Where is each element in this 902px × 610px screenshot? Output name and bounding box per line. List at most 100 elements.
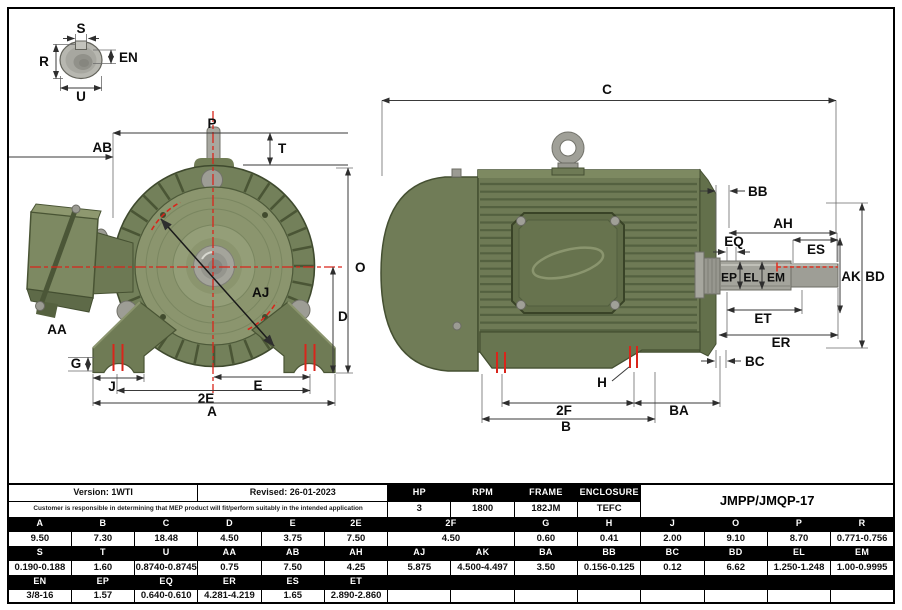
dimension-table: Version: 1WTI Revised: 26-01-2023 H P RPM… bbox=[7, 483, 895, 604]
dim-label-ah: AH bbox=[773, 216, 793, 231]
bolt-hole-marks-side bbox=[496, 346, 638, 373]
dim-label-p: P bbox=[207, 116, 216, 131]
dim-header-cell: BA bbox=[513, 545, 579, 561]
motor-side-view: EP EL EM C BB AH bbox=[380, 82, 885, 434]
nameplate bbox=[511, 212, 625, 314]
dim-value-cell: 1.57 bbox=[70, 588, 136, 604]
table-row: Version: 1WTI Revised: 26-01-2023 HP RPM… bbox=[7, 483, 895, 518]
dim-value-cell: 1.65 bbox=[260, 588, 325, 604]
dim-label-el: EL bbox=[743, 271, 758, 285]
dim-value-cell: 0.12 bbox=[640, 559, 705, 576]
dim-value-cell: 0.8740-0.8745 bbox=[134, 559, 199, 576]
revised-cell: Revised: 26-01-2023 bbox=[197, 483, 389, 502]
dim-header-cell: EN bbox=[7, 574, 72, 590]
spec-header-frame: FRAME bbox=[513, 483, 579, 502]
dim-value-cell: 0.640-0.610 bbox=[134, 588, 199, 604]
dim-header-cell: AJ bbox=[387, 545, 452, 561]
dim-label-bb: BB bbox=[748, 184, 768, 199]
empty-cell bbox=[513, 588, 579, 604]
empty-header-cell bbox=[387, 574, 895, 590]
dim-value-cell: 4.50 bbox=[387, 530, 515, 547]
dim-header-cell: EQ bbox=[134, 574, 199, 590]
spec-header-rpm: RPM bbox=[450, 483, 515, 502]
dim-label-aa: AA bbox=[47, 322, 67, 337]
dim-value-cell: 2.00 bbox=[640, 530, 705, 547]
dim-value-cell: 1.60 bbox=[70, 559, 136, 576]
table-row: 0.190-0.188 1.60 0.8740-0.8745 0.75 7.50… bbox=[7, 559, 895, 576]
spec-value-enclosure: TEFC bbox=[577, 500, 642, 518]
dim-header-cell: ER bbox=[197, 574, 262, 590]
dim-header-cell: AB bbox=[260, 545, 325, 561]
empty-cell bbox=[830, 588, 895, 604]
dim-header-cell: EL bbox=[766, 545, 832, 561]
dim-header-cell: O bbox=[703, 516, 768, 532]
dim-value-cell: 1.00-0.9995 bbox=[830, 559, 895, 576]
dim-label-en: EN bbox=[119, 50, 138, 65]
dim-label-r: R bbox=[39, 54, 49, 69]
dim-value-cell: 4.50 bbox=[197, 530, 262, 547]
table-row: 3/8-16 1.57 0.640-0.610 4.281-4.219 1.65… bbox=[7, 588, 895, 604]
spec-value-hp: 3 bbox=[387, 500, 452, 518]
spec-value-rpm: 1800 bbox=[450, 500, 515, 518]
dim-header-cell: AH bbox=[323, 545, 389, 561]
dim-value-cell: 4.281-4.219 bbox=[197, 588, 262, 604]
dim-label-c: C bbox=[602, 82, 612, 97]
empty-cell bbox=[387, 588, 452, 604]
dim-header-cell: J bbox=[640, 516, 705, 532]
dim-header-cell: P bbox=[766, 516, 832, 532]
dim-header-cell: BD bbox=[703, 545, 768, 561]
dim-header-cell: AA bbox=[197, 545, 262, 561]
dim-value-cell: 1.250-1.248 bbox=[766, 559, 832, 576]
brand-logo-oval bbox=[531, 246, 605, 280]
dim-header-cell: A bbox=[7, 516, 72, 532]
dim-header-cell: U bbox=[134, 545, 199, 561]
dim-label-ep: EP bbox=[721, 271, 737, 285]
dim-header-cell: B bbox=[70, 516, 136, 532]
dim-value-cell: 7.30 bbox=[70, 530, 136, 547]
dim-value-cell: 0.60 bbox=[513, 530, 579, 547]
dim-header-cell: EP bbox=[70, 574, 136, 590]
eyebolt-side bbox=[551, 131, 585, 176]
dim-label-ba: BA bbox=[669, 403, 689, 418]
dim-label-es: ES bbox=[807, 242, 825, 257]
dim-header-cell: BC bbox=[640, 545, 705, 561]
table-row: EN EP EQ ER ES ET bbox=[7, 574, 895, 590]
dim-label-bd: BD bbox=[865, 269, 885, 284]
dim-value-cell: 0.771-0.756 bbox=[830, 530, 895, 547]
dim-label-d: D bbox=[338, 309, 348, 324]
dim-label-t: T bbox=[278, 141, 287, 156]
dim-value-cell: 3/8-16 bbox=[7, 588, 72, 604]
table-row: S T U AA AB AH AJ AK BA BB BC BD EL EM bbox=[7, 545, 895, 561]
dim-label-o: O bbox=[355, 260, 366, 275]
dim-label-g: G bbox=[71, 356, 82, 371]
dim-header-cell: 2E bbox=[323, 516, 389, 532]
dim-header-cell: S bbox=[7, 545, 72, 561]
dim-label-j: J bbox=[108, 379, 116, 394]
dim-value-cell: 2.890-2.860 bbox=[323, 588, 389, 604]
dim-header-cell: R bbox=[830, 516, 895, 532]
motor-front-view: P AB T O D AJ AA G bbox=[9, 111, 366, 419]
dim-header-cell: D bbox=[197, 516, 262, 532]
conduit-box bbox=[26, 203, 134, 318]
dim-value-cell: 0.75 bbox=[197, 559, 262, 576]
dim-header-cell: H bbox=[577, 516, 642, 532]
model-number: JMPP/JMQP-17 bbox=[640, 483, 895, 518]
bolt-hole-marks-front bbox=[112, 344, 316, 371]
dim-value-cell: 0.156-0.125 bbox=[577, 559, 642, 576]
spec-value-frame: 182JM bbox=[513, 500, 579, 518]
dim-label-2f: 2F bbox=[556, 403, 572, 418]
empty-cell bbox=[703, 588, 768, 604]
dim-value-cell: 4.500-4.497 bbox=[450, 559, 515, 576]
spec-header-enclosure: ENCLOSURE bbox=[577, 483, 642, 502]
keyway bbox=[75, 40, 87, 50]
empty-cell bbox=[450, 588, 515, 604]
empty-cell bbox=[766, 588, 832, 604]
dim-value-cell: 4.25 bbox=[323, 559, 389, 576]
dim-value-cell: 7.50 bbox=[323, 530, 389, 547]
empty-cell bbox=[577, 588, 642, 604]
version-cell: Version: 1WTI bbox=[7, 483, 199, 502]
front-view-dimensions: P AB T O D AJ AA G bbox=[9, 116, 366, 419]
shaft bbox=[694, 251, 839, 299]
